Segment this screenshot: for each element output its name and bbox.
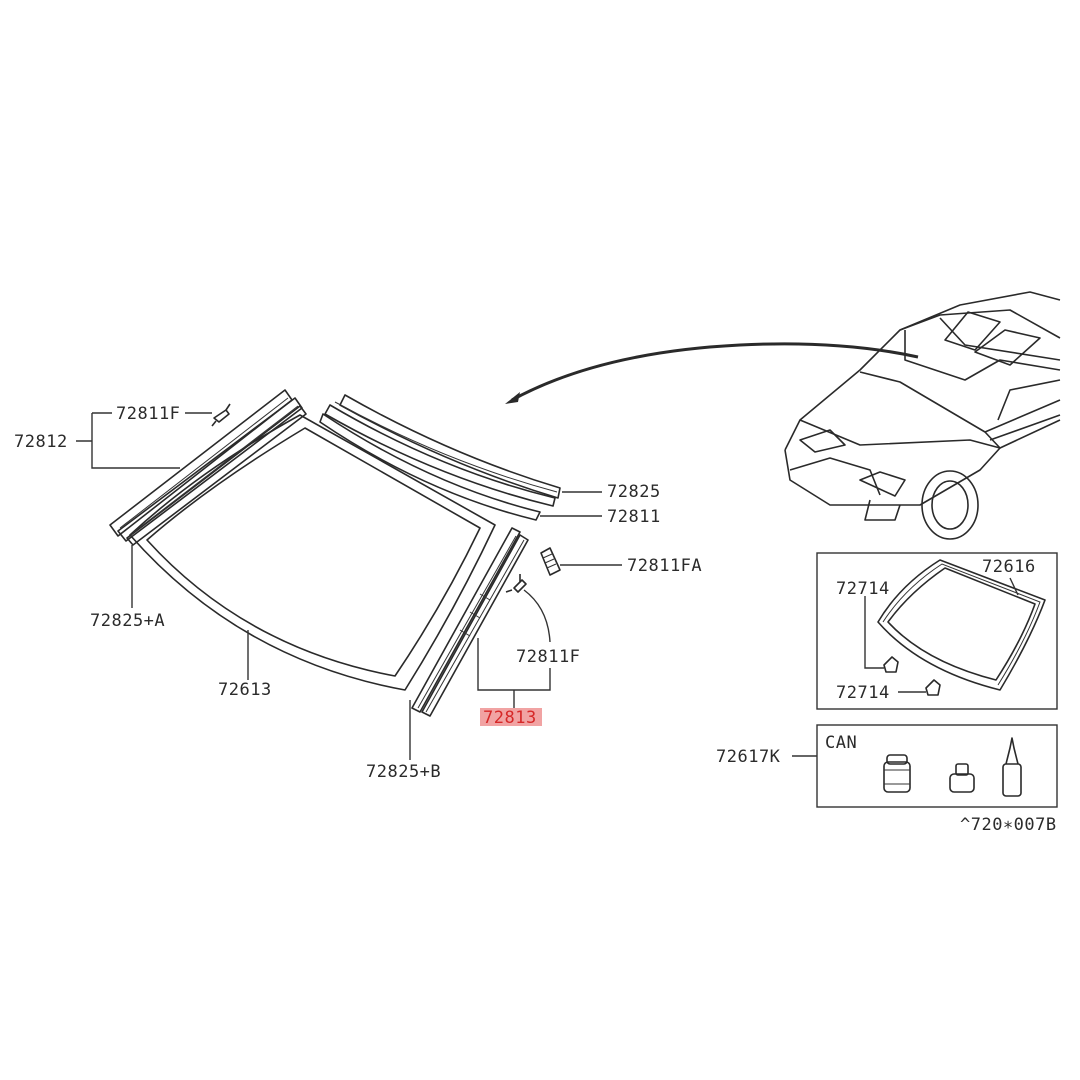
highlight-box: [480, 708, 542, 726]
label-72813: 72813: [483, 708, 537, 728]
label-72616: 72616: [982, 557, 1036, 577]
label-72811: 72811: [607, 507, 661, 527]
label-72613: 72613: [218, 680, 272, 700]
label-72812: 72812: [14, 432, 68, 452]
clip-icon-left: [211, 403, 231, 427]
clip-icon-right: [505, 574, 527, 593]
can-icon: [883, 754, 911, 793]
label-72714-bottom: 72714: [836, 683, 890, 703]
top-molding: [319, 394, 561, 521]
inset-box-72616: [816, 552, 1058, 710]
part-labels: 72811F 72812 72825+A 72613 72825 72811 7…: [14, 404, 1057, 835]
label-72825-B: 72825+B: [366, 762, 441, 782]
diagram-reference: ^720∗007B: [960, 815, 1057, 835]
primer-bottle-icon: [949, 763, 975, 793]
leader-lines: [76, 412, 622, 760]
inset-box-can: [792, 724, 1058, 808]
spring-clip-icon: [540, 547, 561, 576]
left-molding: [109, 389, 307, 546]
arrow: [505, 342, 919, 404]
windshield-glass: [129, 414, 496, 691]
label-72714-top: 72714: [836, 579, 890, 599]
label-72617K: 72617K: [716, 747, 781, 767]
label-72825: 72825: [607, 482, 661, 502]
label-72811FA: 72811FA: [627, 556, 702, 576]
car-illustration: [784, 291, 1061, 540]
label-72825-A: 72825+A: [90, 611, 165, 631]
label-72811F-left: 72811F: [116, 404, 180, 424]
label-can: CAN: [825, 733, 857, 753]
right-pillar-molding: [411, 527, 529, 717]
sealant-tube-icon: [1002, 737, 1022, 797]
label-72811F-right: 72811F: [516, 647, 580, 667]
